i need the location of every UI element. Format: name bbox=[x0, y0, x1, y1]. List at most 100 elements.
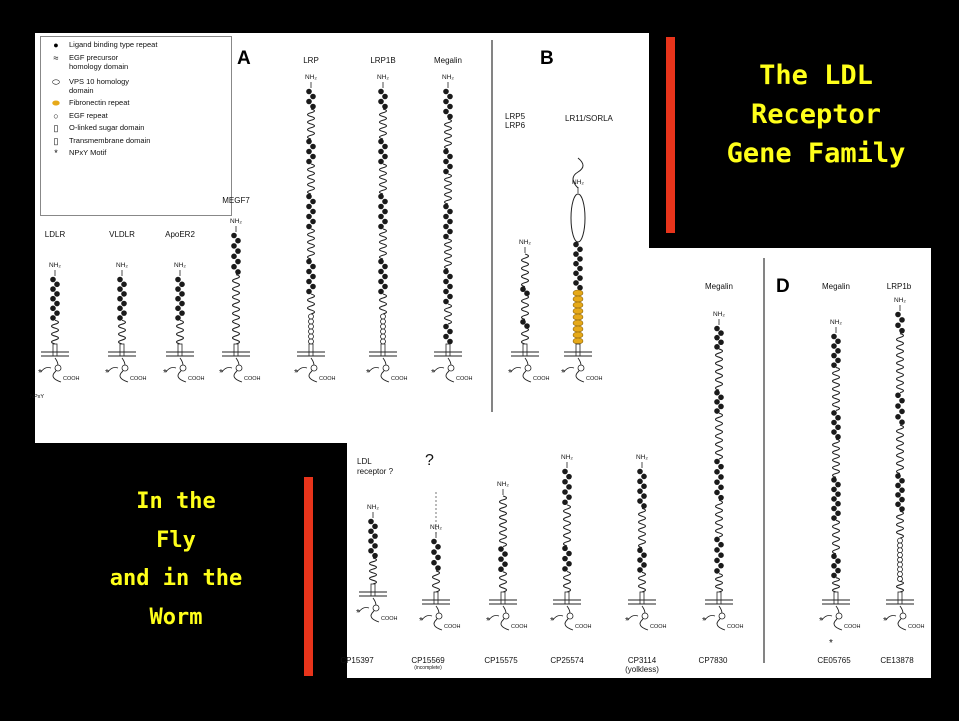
ligand-bead bbox=[520, 286, 526, 292]
label-ldlr: LDLR bbox=[45, 230, 65, 239]
egf-repeat bbox=[381, 314, 386, 319]
ligand-bead bbox=[714, 537, 720, 543]
egf-wave bbox=[522, 295, 529, 320]
egf-wave bbox=[716, 574, 723, 592]
ligand-bead bbox=[443, 224, 449, 230]
egf-wave bbox=[308, 229, 315, 259]
fibronectin-repeat bbox=[573, 290, 583, 296]
ligand-bead bbox=[179, 291, 185, 297]
label-lrp5-lrp6: LRP5 LRP6 bbox=[505, 112, 525, 130]
ligand-bead bbox=[231, 264, 237, 270]
ligand-bead bbox=[641, 493, 647, 499]
ligand-bead bbox=[566, 551, 572, 557]
egf-wave bbox=[500, 572, 507, 592]
npxy-arrow bbox=[369, 368, 379, 373]
ligand-bead bbox=[566, 494, 572, 500]
egf-wave bbox=[445, 119, 452, 149]
ligand-bead bbox=[562, 556, 568, 562]
ligand-bead bbox=[378, 194, 384, 200]
npxy-star: * bbox=[486, 616, 490, 627]
transmembrane bbox=[120, 344, 124, 356]
ligand-bead bbox=[435, 544, 441, 550]
ligand-bead bbox=[121, 282, 127, 288]
egf-wave bbox=[564, 505, 571, 546]
ligand-bead bbox=[899, 398, 905, 404]
ligand-bead bbox=[714, 490, 720, 496]
ligand-bead bbox=[718, 495, 724, 501]
npxy-arrow bbox=[628, 616, 638, 621]
cyto-bead bbox=[836, 613, 842, 619]
nh2-label: NH₂ bbox=[497, 481, 509, 488]
egf-repeat bbox=[381, 319, 386, 324]
main-title-line: Gene Family bbox=[688, 134, 944, 173]
npxy-arrow bbox=[822, 616, 832, 621]
label-lrp1b: LRP1B bbox=[370, 56, 395, 65]
ligand-bead bbox=[520, 319, 526, 325]
panel-letter-a: A bbox=[237, 48, 251, 70]
npxy-star: * bbox=[163, 368, 167, 379]
label-cp3114: CP3114 bbox=[628, 656, 656, 665]
ligand-bead bbox=[498, 556, 504, 562]
label-lrp: LRP bbox=[303, 56, 319, 65]
ligand-bead bbox=[382, 284, 388, 290]
ligand-bead bbox=[835, 482, 841, 488]
ligand-bead bbox=[714, 469, 720, 475]
egf-repeat bbox=[309, 339, 314, 344]
ligand-bead bbox=[431, 539, 437, 545]
label-lr11-sorla: LR11/SORLA bbox=[565, 114, 613, 123]
ligand-bead bbox=[378, 224, 384, 230]
label-ce13878: CE13878 bbox=[880, 656, 913, 665]
egf-wave bbox=[833, 578, 840, 592]
ligand-bead bbox=[306, 149, 312, 155]
ligand-bead bbox=[714, 547, 720, 553]
nh2-label: NH₂ bbox=[442, 74, 454, 81]
ligand-bead bbox=[718, 339, 724, 345]
ligand-bead bbox=[50, 277, 56, 283]
ligand-bead bbox=[179, 301, 185, 307]
npxy-star: * bbox=[508, 368, 512, 379]
ligand-bead bbox=[831, 477, 837, 483]
ligand-bead bbox=[435, 555, 441, 561]
main-title: The LDL Receptor Gene Family bbox=[688, 56, 944, 173]
label-cp3114-sub: (yolkless) bbox=[625, 665, 659, 674]
ligand-bead bbox=[835, 491, 841, 497]
nh2-label: NH₂ bbox=[561, 454, 573, 461]
ligand-bead bbox=[835, 358, 841, 364]
label-ldl-receptor: LDL receptor ? bbox=[357, 457, 393, 477]
ligand-bead bbox=[831, 334, 837, 340]
ligand-bead bbox=[899, 328, 905, 334]
cooh-label: COOH bbox=[908, 624, 925, 630]
ligand-bead bbox=[637, 547, 643, 553]
ligand-bead bbox=[637, 567, 643, 573]
egf-repeat bbox=[898, 538, 903, 543]
transmembrane bbox=[717, 592, 721, 604]
npxy-arrow bbox=[434, 368, 444, 373]
egf-wave bbox=[897, 581, 904, 592]
ligand-bead bbox=[306, 194, 312, 200]
ligand-bead bbox=[641, 562, 647, 568]
ligand-bead bbox=[443, 214, 449, 220]
ligand-bead bbox=[368, 519, 374, 525]
ligand-bead bbox=[714, 459, 720, 465]
cooh-label: COOH bbox=[319, 376, 336, 382]
npxy-arrow bbox=[886, 616, 896, 621]
ligand-bead bbox=[895, 392, 901, 398]
ligand-bead bbox=[714, 558, 720, 564]
ligand-bead bbox=[382, 274, 388, 280]
ligand-bead bbox=[447, 329, 453, 335]
ligand-bead bbox=[714, 408, 720, 414]
ligand-bead bbox=[895, 414, 901, 420]
egf-repeat bbox=[898, 572, 903, 577]
ligand-bead bbox=[121, 291, 127, 297]
npxy-star: * bbox=[702, 616, 706, 627]
ligand-bead bbox=[447, 104, 453, 110]
ligand-bead bbox=[310, 144, 316, 150]
ligand-bead bbox=[899, 478, 905, 484]
ligand-bead bbox=[447, 229, 453, 235]
ligand-bead bbox=[447, 294, 453, 300]
npxy-arrow bbox=[422, 616, 432, 621]
ligand-bead bbox=[895, 502, 901, 508]
label-ce05765: CE05765 bbox=[817, 656, 850, 665]
label-megf7: MEGF7 bbox=[222, 196, 250, 205]
ligand-bead bbox=[175, 306, 181, 312]
